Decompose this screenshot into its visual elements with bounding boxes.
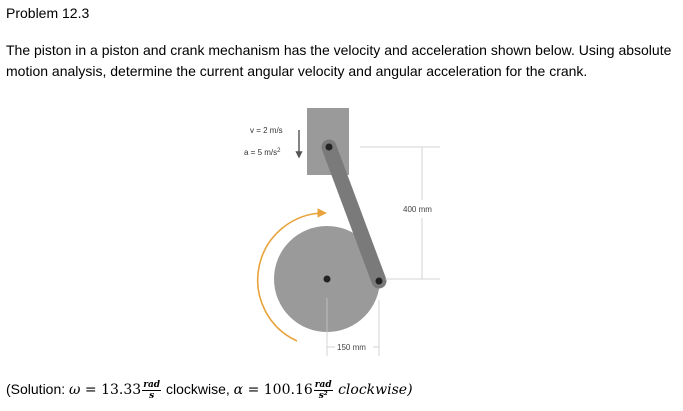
omega-symbol: ω [69,382,81,398]
omega-unit-numerator: rad [142,379,162,391]
alpha-unit-numerator: rad [313,379,333,391]
solution-prefix: (Solution: [6,381,70,397]
acceleration-label-sup: 2 [277,148,281,154]
alpha-equals: = [243,382,264,398]
horizontal-dimension-label: 150 mm [337,343,366,352]
problem-statement: The piston in a piston and crank mechani… [6,42,672,79]
omega-unit-denominator: s [149,390,155,401]
alpha-direction: clockwise) [333,382,413,398]
velocity-label: v = 2 m/s [250,126,283,135]
omega-equals: = [80,382,102,398]
omega-value: 13.33 [101,382,142,398]
acceleration-label-base: a = 5 m/s [244,148,277,157]
problem-title: Problem 12.3 [6,5,90,21]
crank-center-pin [323,275,331,283]
piston-pin [325,143,333,151]
alpha-symbol: α [233,382,244,398]
crank-pin [375,277,383,285]
omega-direction: clockwise, [162,381,234,397]
vertical-dimension-label: 400 mm [403,205,432,214]
alpha-value: 100.16 [263,382,313,398]
alpha-unit-denominator: s² [318,390,328,401]
connecting-rod [321,139,387,289]
acceleration-label: a = 5 m/s2 [244,148,281,157]
rotation-arrow [256,208,327,342]
